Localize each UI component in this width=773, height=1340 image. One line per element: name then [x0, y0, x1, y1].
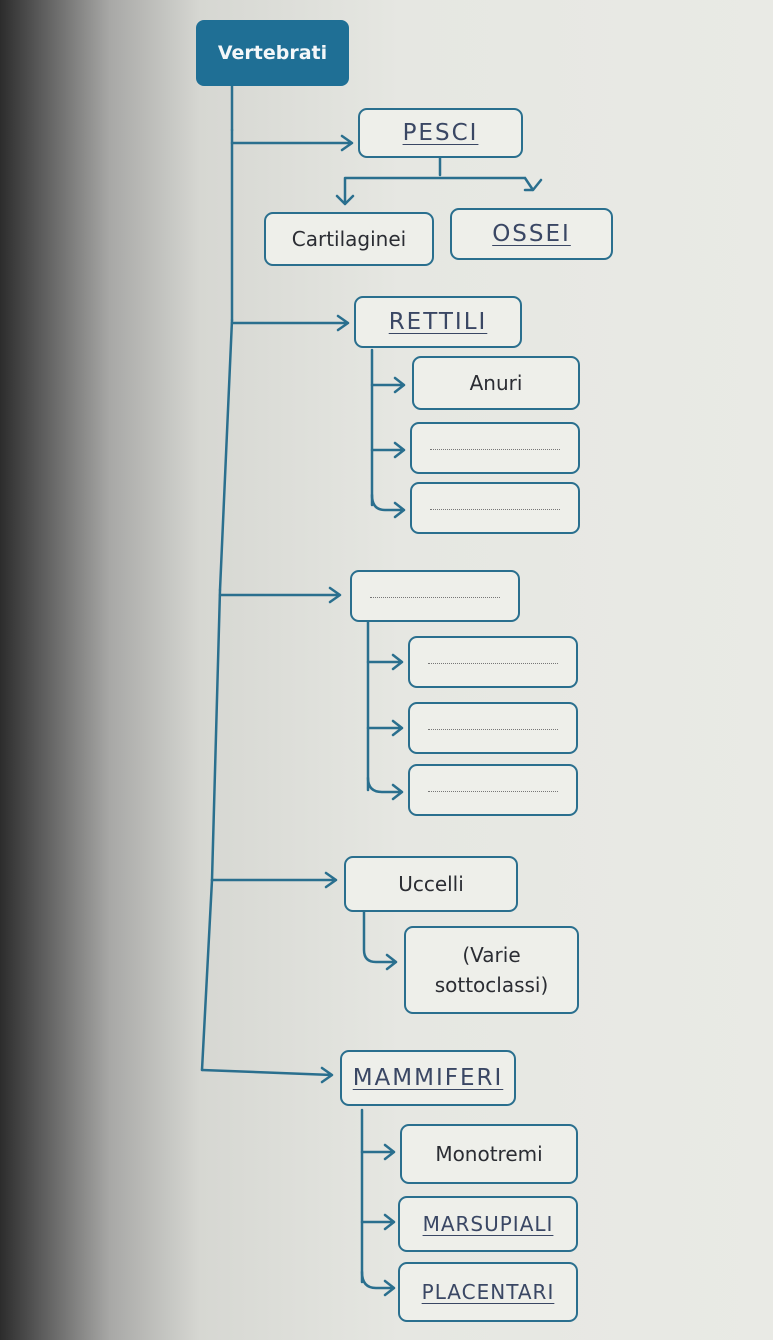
varie-label-line1: (Varie	[462, 943, 521, 967]
sub-arrow	[370, 493, 406, 519]
sub-arrow	[366, 653, 404, 671]
box-pesci[interactable]: PESCI	[358, 108, 523, 158]
blank-field[interactable]	[408, 636, 578, 688]
sub-arrow	[370, 376, 406, 394]
ossei-label: OSSEI	[492, 221, 571, 247]
box-rettili[interactable]: RETTILI	[354, 296, 522, 348]
sub-arrow	[370, 441, 406, 459]
sub-arrow	[360, 1213, 396, 1231]
placentari-label: PLACENTARI	[421, 1280, 555, 1304]
trunk-line	[210, 588, 222, 882]
branch-arrow-pesci	[230, 134, 354, 152]
trunk-line	[218, 318, 234, 592]
branch-arrow-uccelli	[210, 871, 338, 889]
mammiferi-label: MAMMIFERI	[352, 1065, 504, 1091]
sub-arrow	[366, 719, 404, 737]
branch-arrow-blank	[218, 586, 342, 604]
varie-label-line2: sottoclassi)	[434, 973, 549, 997]
sub-arrow	[360, 1143, 396, 1161]
root-box-vertebrati: Vertebrati	[196, 20, 349, 86]
root-label: Vertebrati	[217, 42, 328, 64]
cartilaginei-label: Cartilaginei	[291, 227, 407, 251]
box-anuri: Anuri	[412, 356, 580, 410]
box-marsupiali[interactable]: MARSUPIALI	[398, 1196, 578, 1252]
sub-arrow	[362, 910, 398, 971]
box-monotremi: Monotremi	[400, 1124, 578, 1184]
monotremi-label: Monotremi	[435, 1142, 543, 1166]
box-uccelli: Uccelli	[344, 856, 518, 912]
box-ossei[interactable]: OSSEI	[450, 208, 613, 260]
blank-field[interactable]	[408, 702, 578, 754]
marsupiali-label: MARSUPIALI	[422, 1212, 554, 1236]
box-mammiferi[interactable]: MAMMIFERI	[340, 1050, 516, 1106]
blank-field[interactable]	[350, 570, 520, 622]
sub-arrow	[366, 776, 404, 801]
box-placentari[interactable]: PLACENTARI	[398, 1262, 578, 1322]
split-arrow-pesci	[335, 156, 543, 206]
branch-arrow-rettili	[230, 314, 350, 332]
trunk-line	[200, 878, 214, 1072]
blank-field[interactable]	[410, 482, 580, 534]
anuri-label: Anuri	[469, 371, 523, 395]
sub-arrow	[360, 1270, 396, 1297]
pesci-label: PESCI	[402, 120, 479, 146]
branch-arrow-mammiferi	[200, 1066, 334, 1084]
box-cartilaginei: Cartilaginei	[264, 212, 434, 266]
rettili-label: RETTILI	[388, 309, 488, 335]
box-varie-sottoclassi: (Varie sottoclassi)	[404, 926, 579, 1014]
blank-field[interactable]	[408, 764, 578, 816]
blank-field[interactable]	[410, 422, 580, 474]
uccelli-label: Uccelli	[398, 872, 464, 896]
